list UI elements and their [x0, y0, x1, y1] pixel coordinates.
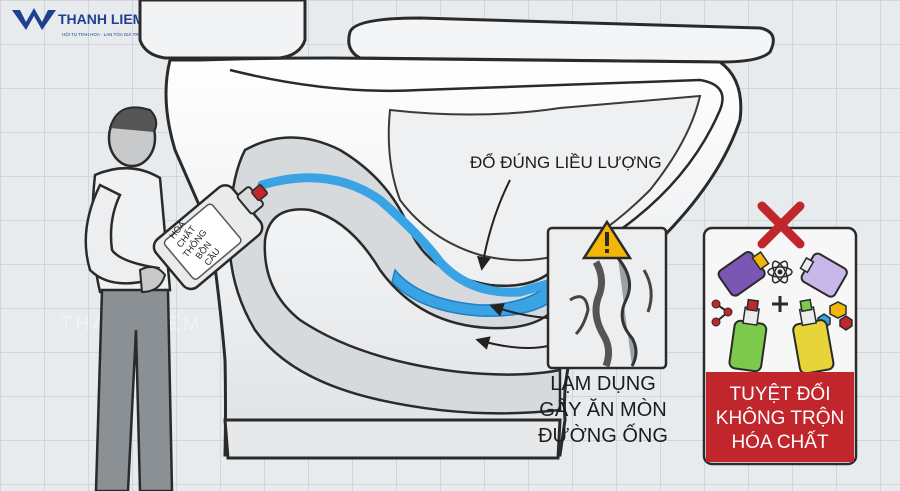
warning-text-2: KHÔNG TRỘN [716, 407, 844, 429]
toilet-tank [138, 0, 307, 60]
green-bottle-icon [728, 298, 768, 373]
purple-bottle-icon [717, 251, 770, 297]
warning-text-1: TUYỆT ĐỐI [730, 383, 831, 405]
warning-text-3: HÓA CHẤT [731, 431, 829, 453]
chemical-bottle [152, 184, 268, 291]
molecule-icon [711, 299, 733, 327]
person-legs [94, 288, 174, 491]
brand-logo: THANH LIEM HỘI TỤ TINH HOA · LAN TỎA GIÁ… [12, 8, 144, 37]
label-misuse-3: ĐƯỜNG ỐNG [538, 423, 668, 447]
dose-arrow [476, 179, 511, 271]
yellow-bottle-icon [792, 298, 835, 375]
brand-tagline: HỘI TỤ TINH HOA · LAN TỎA GIÁ TRỊ [62, 31, 140, 37]
no-mixing-warning-box: TUYỆT ĐỐI KHÔNG TRỘN HÓA CHẤT [702, 201, 858, 466]
misuse-arrow [475, 336, 549, 350]
toilet-base [223, 418, 562, 460]
misuse-arrow-2 [489, 303, 549, 319]
label-misuse-2: GÂY ĂN MÒN [539, 398, 666, 421]
plus-icon [772, 296, 788, 312]
label-misuse-1: LẠM DỤNG [550, 373, 656, 395]
person-figure [84, 106, 174, 491]
label-correct-dose: ĐỔ ĐÚNG LIỀU LƯỢNG [470, 153, 662, 172]
bottle-label: HÓA CHẤT THÔNG BỒN CẦU [167, 219, 221, 267]
chemical-stream [257, 173, 553, 297]
prohibited-x-icon [757, 201, 805, 249]
logo-mark-icon [12, 8, 56, 30]
brand-name: THANH LIEM [58, 11, 144, 27]
atom-icon [767, 260, 793, 284]
bowl-rim [229, 68, 724, 257]
corrosion-inset [546, 219, 668, 370]
toilet-lid [347, 16, 775, 64]
warning-banner [706, 372, 854, 462]
lavender-bottle-icon [799, 252, 848, 298]
